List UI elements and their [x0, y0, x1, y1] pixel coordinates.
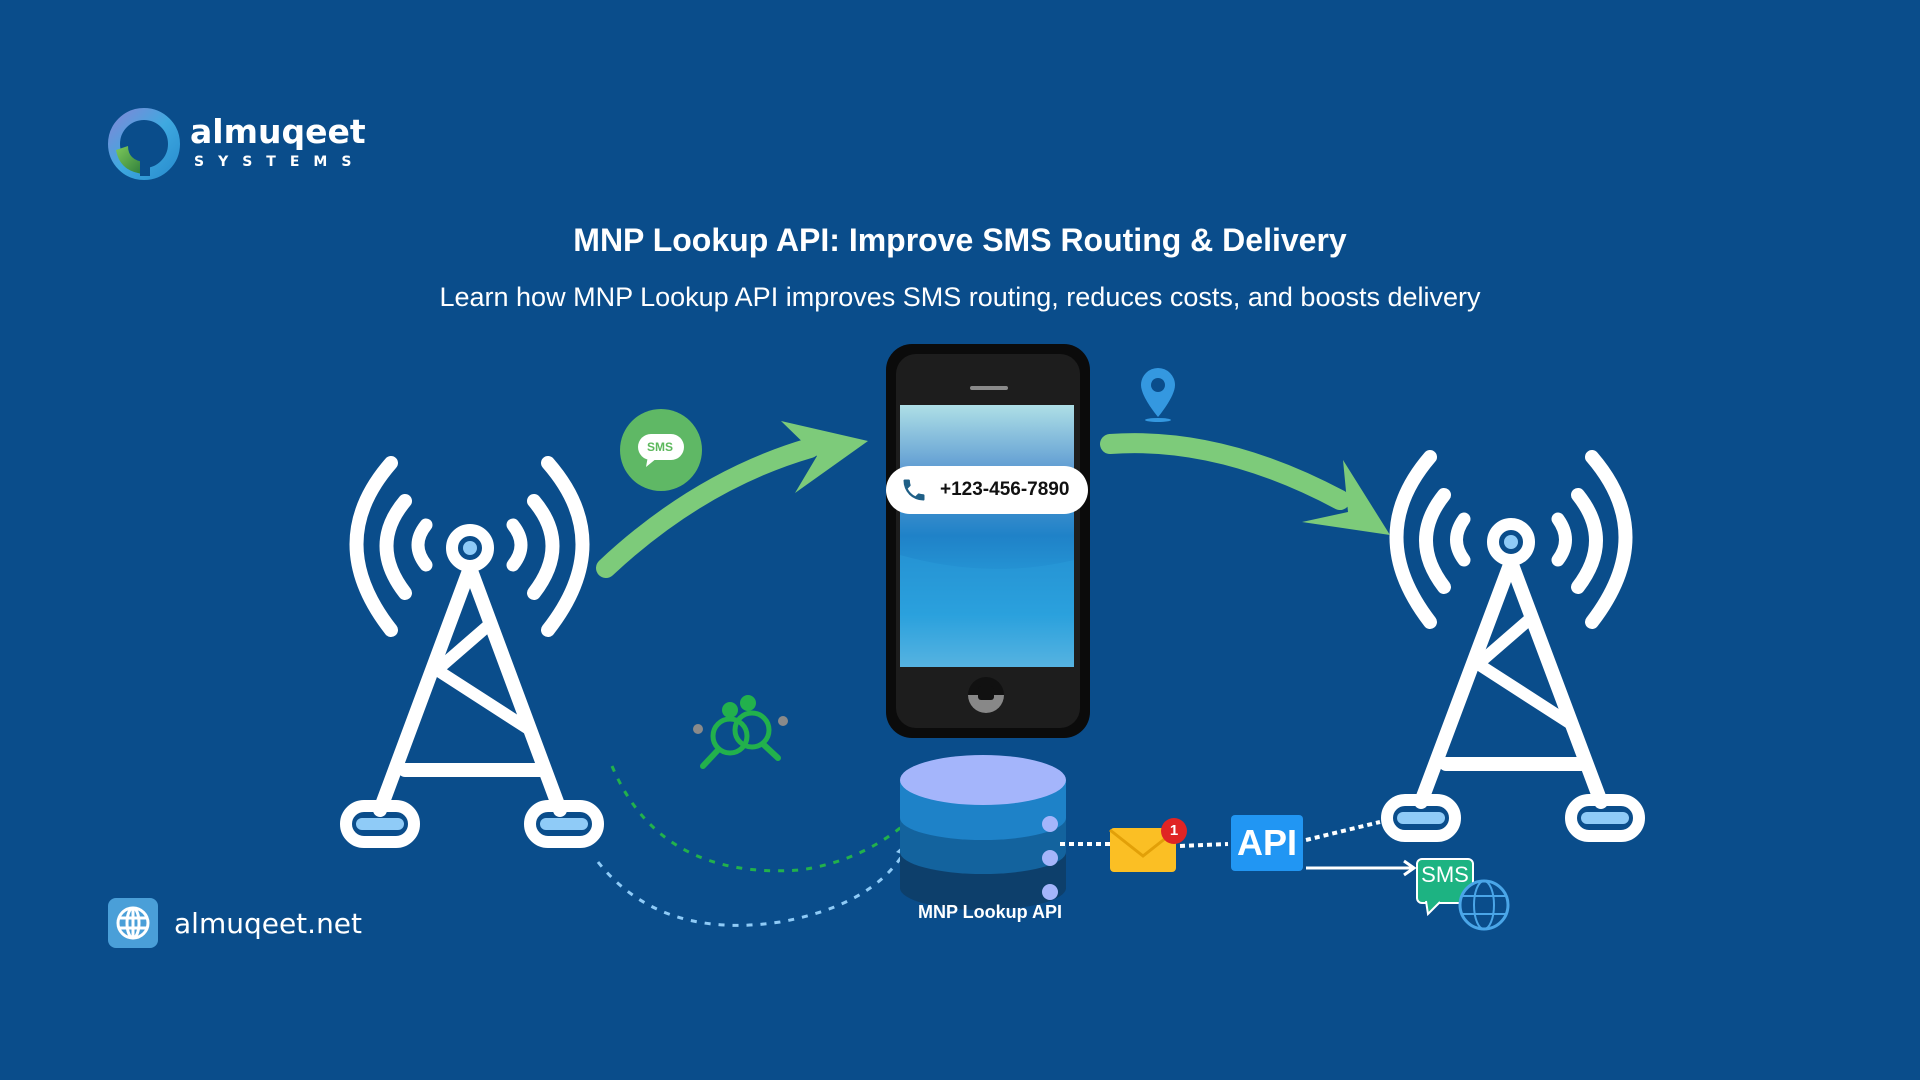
globe-icon	[108, 898, 158, 948]
api-badge: API	[1231, 815, 1303, 871]
database-label: MNP Lookup API	[918, 902, 1062, 922]
website-link[interactable]: almuqeet.net	[108, 898, 362, 948]
mail-to-api-connector	[1179, 842, 1229, 848]
phone-icon	[903, 479, 925, 501]
sms-badge-label: SMS	[646, 440, 673, 454]
phone-number-pill: +123-456-7890	[886, 466, 1088, 514]
page-subtitle: Learn how MNP Lookup API improves SMS ro…	[439, 282, 1481, 312]
left-cell-tower-icon	[340, 456, 604, 848]
notification-badge: 1	[1169, 822, 1179, 839]
magnifier-gears-icon	[693, 695, 788, 769]
right-cell-tower-icon	[1381, 450, 1645, 842]
phone-number: +123-456-7890	[940, 479, 1070, 500]
smartphone-icon	[886, 344, 1090, 738]
almuqeet-logo-icon	[108, 108, 180, 180]
sms-badge-icon	[620, 409, 702, 491]
page-title: MNP Lookup API: Improve SMS Routing & De…	[573, 222, 1347, 258]
website-url[interactable]: almuqeet.net	[174, 906, 363, 940]
database-icon	[900, 755, 1066, 910]
green-dashed-path	[610, 765, 920, 873]
map-pin-icon	[1141, 368, 1175, 422]
blue-dashed-path	[596, 841, 912, 927]
envelope-icon	[1109, 818, 1187, 872]
brand-name: almuqeet	[190, 112, 366, 151]
right-arrow-icon	[1100, 433, 1390, 535]
sms-www-icon	[1416, 858, 1510, 931]
sms-output-label: SMS	[1421, 862, 1469, 887]
brand-logo: almuqeet SYSTEMS	[106, 106, 366, 186]
api-to-tower-connector	[1305, 820, 1381, 842]
brand-tagline: SYSTEMS	[194, 154, 366, 170]
left-arrow-icon	[596, 421, 868, 578]
